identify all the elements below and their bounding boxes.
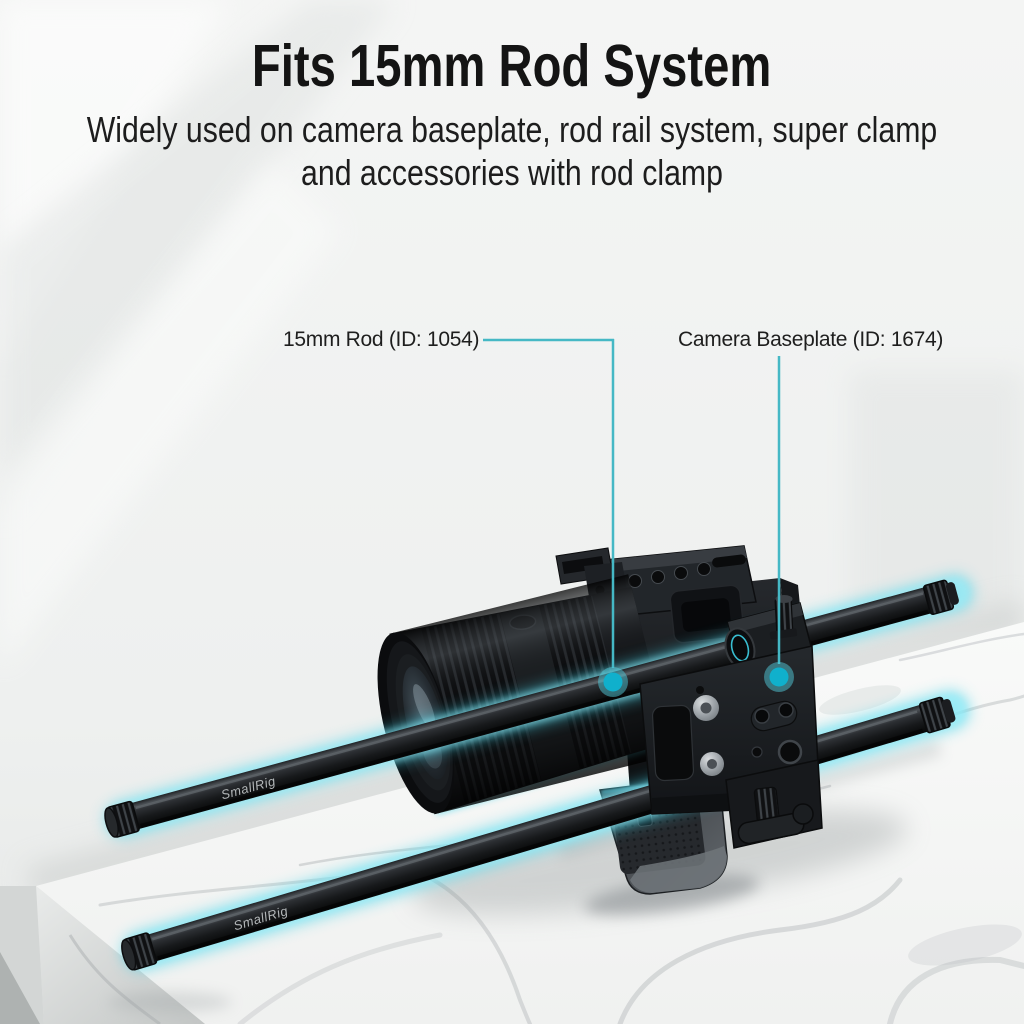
camera-rig: SmallRig SmallRig <box>104 545 974 972</box>
rod-clamp-bottom <box>725 759 823 849</box>
thread-hole <box>754 708 770 724</box>
marble-front-face <box>36 886 205 1024</box>
thread-hole <box>777 739 803 765</box>
subtitle-line-2: and accessories with rod clamp <box>301 152 723 193</box>
thread-hole <box>778 702 794 718</box>
baseplate-cutout <box>651 704 695 782</box>
subtitle-line-1: Widely used on camera baseplate, rod rai… <box>86 109 938 150</box>
table-shadow-corner <box>0 952 40 1024</box>
page-title-text: Fits 15mm Rod System <box>252 33 772 99</box>
callout-dot-baseplate <box>769 667 789 687</box>
callout-dot-rod <box>603 672 623 692</box>
marble-veins <box>98 632 1024 1024</box>
callout-rod-label: 15mm Rod (ID: 1054) <box>283 328 480 351</box>
page-title: Fits 15mm Rod System <box>0 33 1024 99</box>
callout-leaders <box>483 338 794 697</box>
callout-baseplate-label: Camera Baseplate (ID: 1674) <box>678 328 944 351</box>
subtitle: Widely used on camera baseplate, rod rai… <box>0 108 1024 194</box>
